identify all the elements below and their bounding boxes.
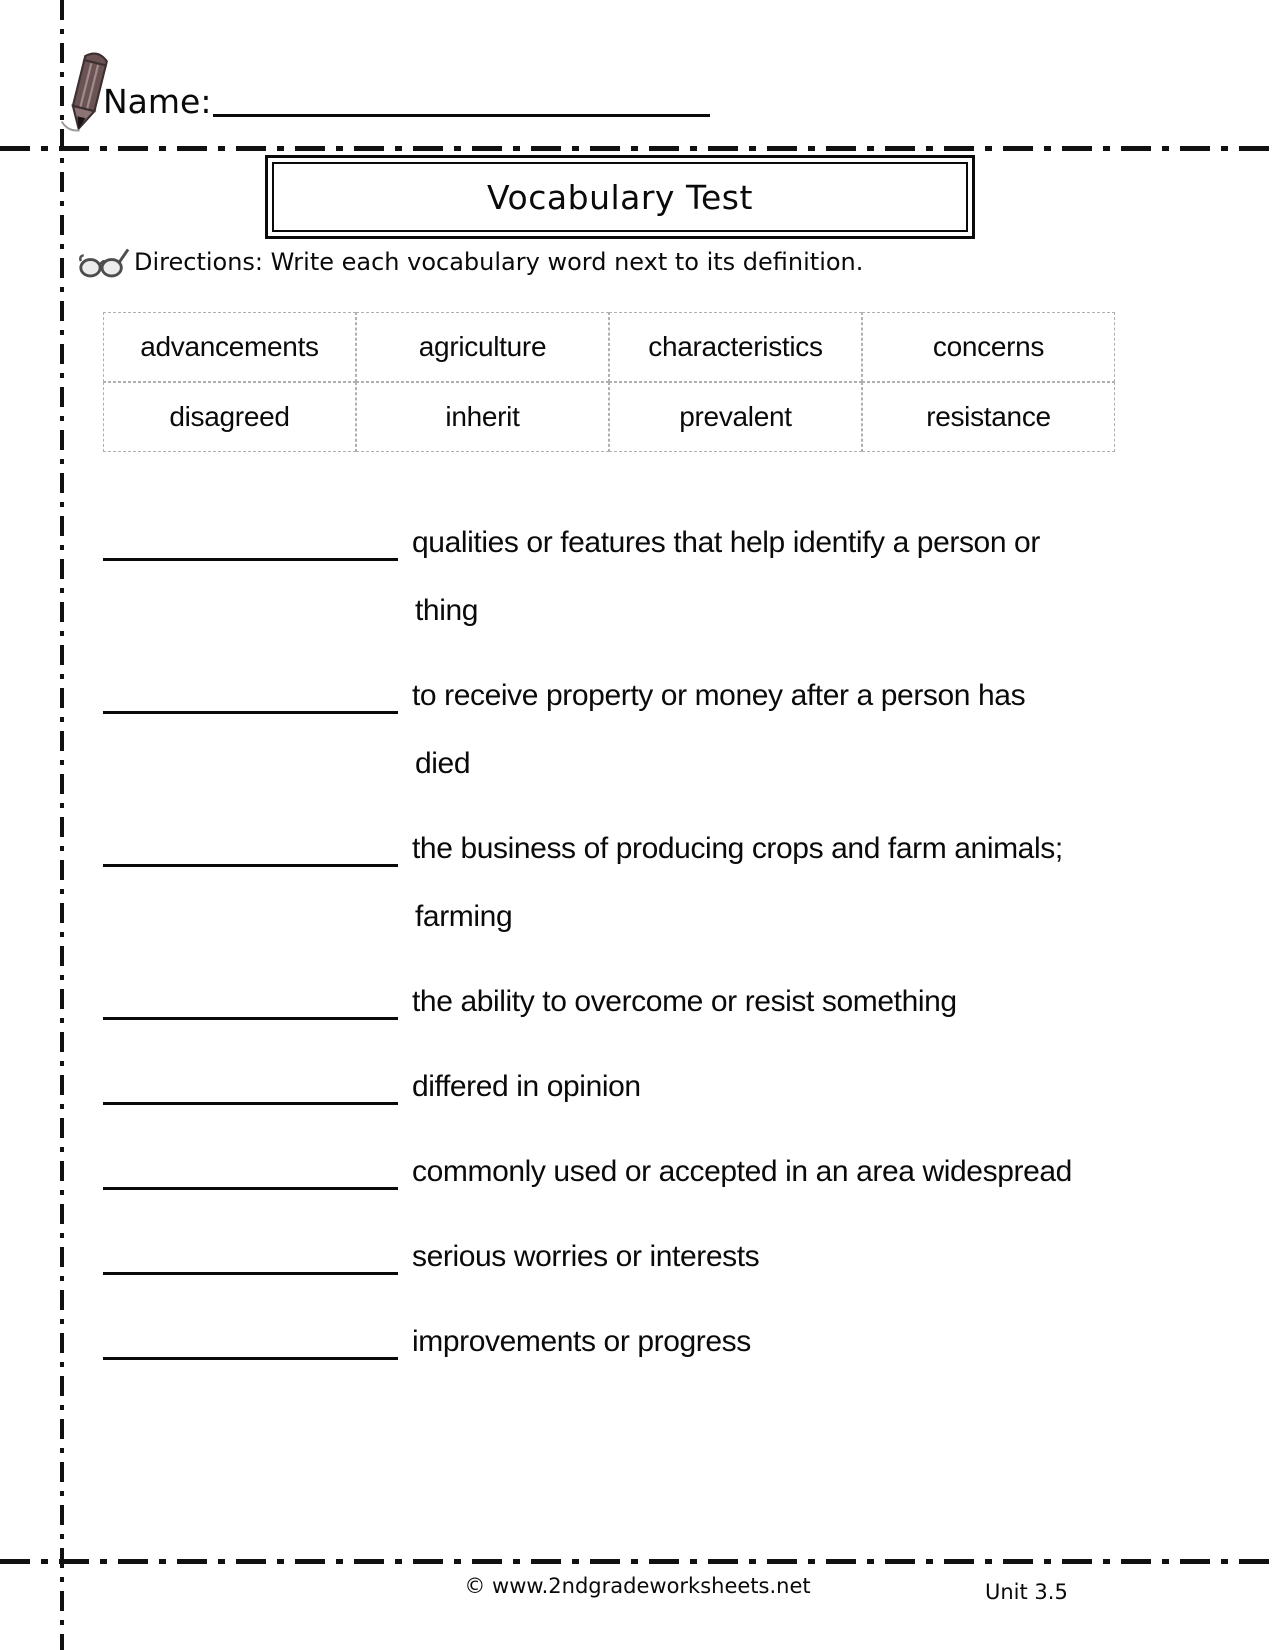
definition-item: commonly used or accepted in an area wid… (103, 1138, 1203, 1206)
definition-text: serious worries or interests (412, 1240, 760, 1273)
word-bank-word: characteristics (609, 312, 862, 382)
eyeglasses-icon (76, 244, 130, 280)
answer-blank-line[interactable] (103, 1017, 398, 1020)
word-bank-word: advancements (103, 312, 356, 382)
definition-text: commonly used or accepted in an area wid… (412, 1155, 1072, 1188)
page-title: Vocabulary Test (487, 177, 753, 217)
definition-item: serious worries or interests (103, 1223, 1203, 1291)
answer-blank-line[interactable] (103, 1357, 398, 1360)
answer-blank-line[interactable] (103, 1102, 398, 1105)
word-bank-word: prevalent (609, 382, 862, 452)
pencil-icon (52, 43, 123, 139)
top-divider-rule (0, 146, 1275, 151)
definition-text: the ability to overcome or resist someth… (412, 985, 957, 1018)
definition-text-continued: farming (415, 900, 513, 933)
name-blank-line[interactable] (213, 114, 711, 117)
name-label: Name: (103, 82, 212, 121)
word-bank-word: agriculture (356, 312, 609, 382)
answer-blank-line[interactable] (103, 711, 398, 714)
left-margin-rule (60, 0, 64, 1650)
directions-text: Directions: Write each vocabulary word n… (134, 248, 864, 276)
word-bank-word: resistance (862, 382, 1115, 452)
definition-item: qualities or features that help identify… (103, 509, 1203, 645)
definition-text: improvements or progress (412, 1325, 751, 1358)
definition-item: improvements or progress (103, 1308, 1203, 1376)
definition-text: qualities or features that help identify… (412, 526, 1040, 559)
definition-text: differed in opinion (412, 1070, 641, 1103)
definition-item: the business of producing crops and farm… (103, 815, 1203, 951)
bottom-divider-rule (0, 1559, 1275, 1564)
word-bank-word: disagreed (103, 382, 356, 452)
name-row: Name: (103, 82, 711, 121)
definition-text-continued: died (415, 747, 471, 780)
definitions-list: qualities or features that help identify… (103, 509, 1203, 1393)
title-box: Vocabulary Test (265, 155, 975, 239)
definition-text: the business of producing crops and farm… (412, 832, 1063, 865)
answer-blank-line[interactable] (103, 1187, 398, 1190)
definition-item: the ability to overcome or resist someth… (103, 968, 1203, 1036)
definition-item: differed in opinion (103, 1053, 1203, 1121)
unit-label: Unit 3.5 (985, 1580, 1068, 1604)
copyright-text: © www.2ndgradeworksheets.net (464, 1574, 811, 1598)
title-inner-frame: Vocabulary Test (272, 162, 968, 232)
directions-row: Directions: Write each vocabulary word n… (76, 244, 863, 280)
definition-item: to receive property or money after a per… (103, 662, 1203, 798)
definition-text-continued: thing (415, 594, 479, 627)
word-bank-word: inherit (356, 382, 609, 452)
answer-blank-line[interactable] (103, 864, 398, 867)
answer-blank-line[interactable] (103, 1272, 398, 1275)
definition-text: to receive property or money after a per… (412, 679, 1026, 712)
answer-blank-line[interactable] (103, 558, 398, 561)
word-bank-word: concerns (862, 312, 1115, 382)
